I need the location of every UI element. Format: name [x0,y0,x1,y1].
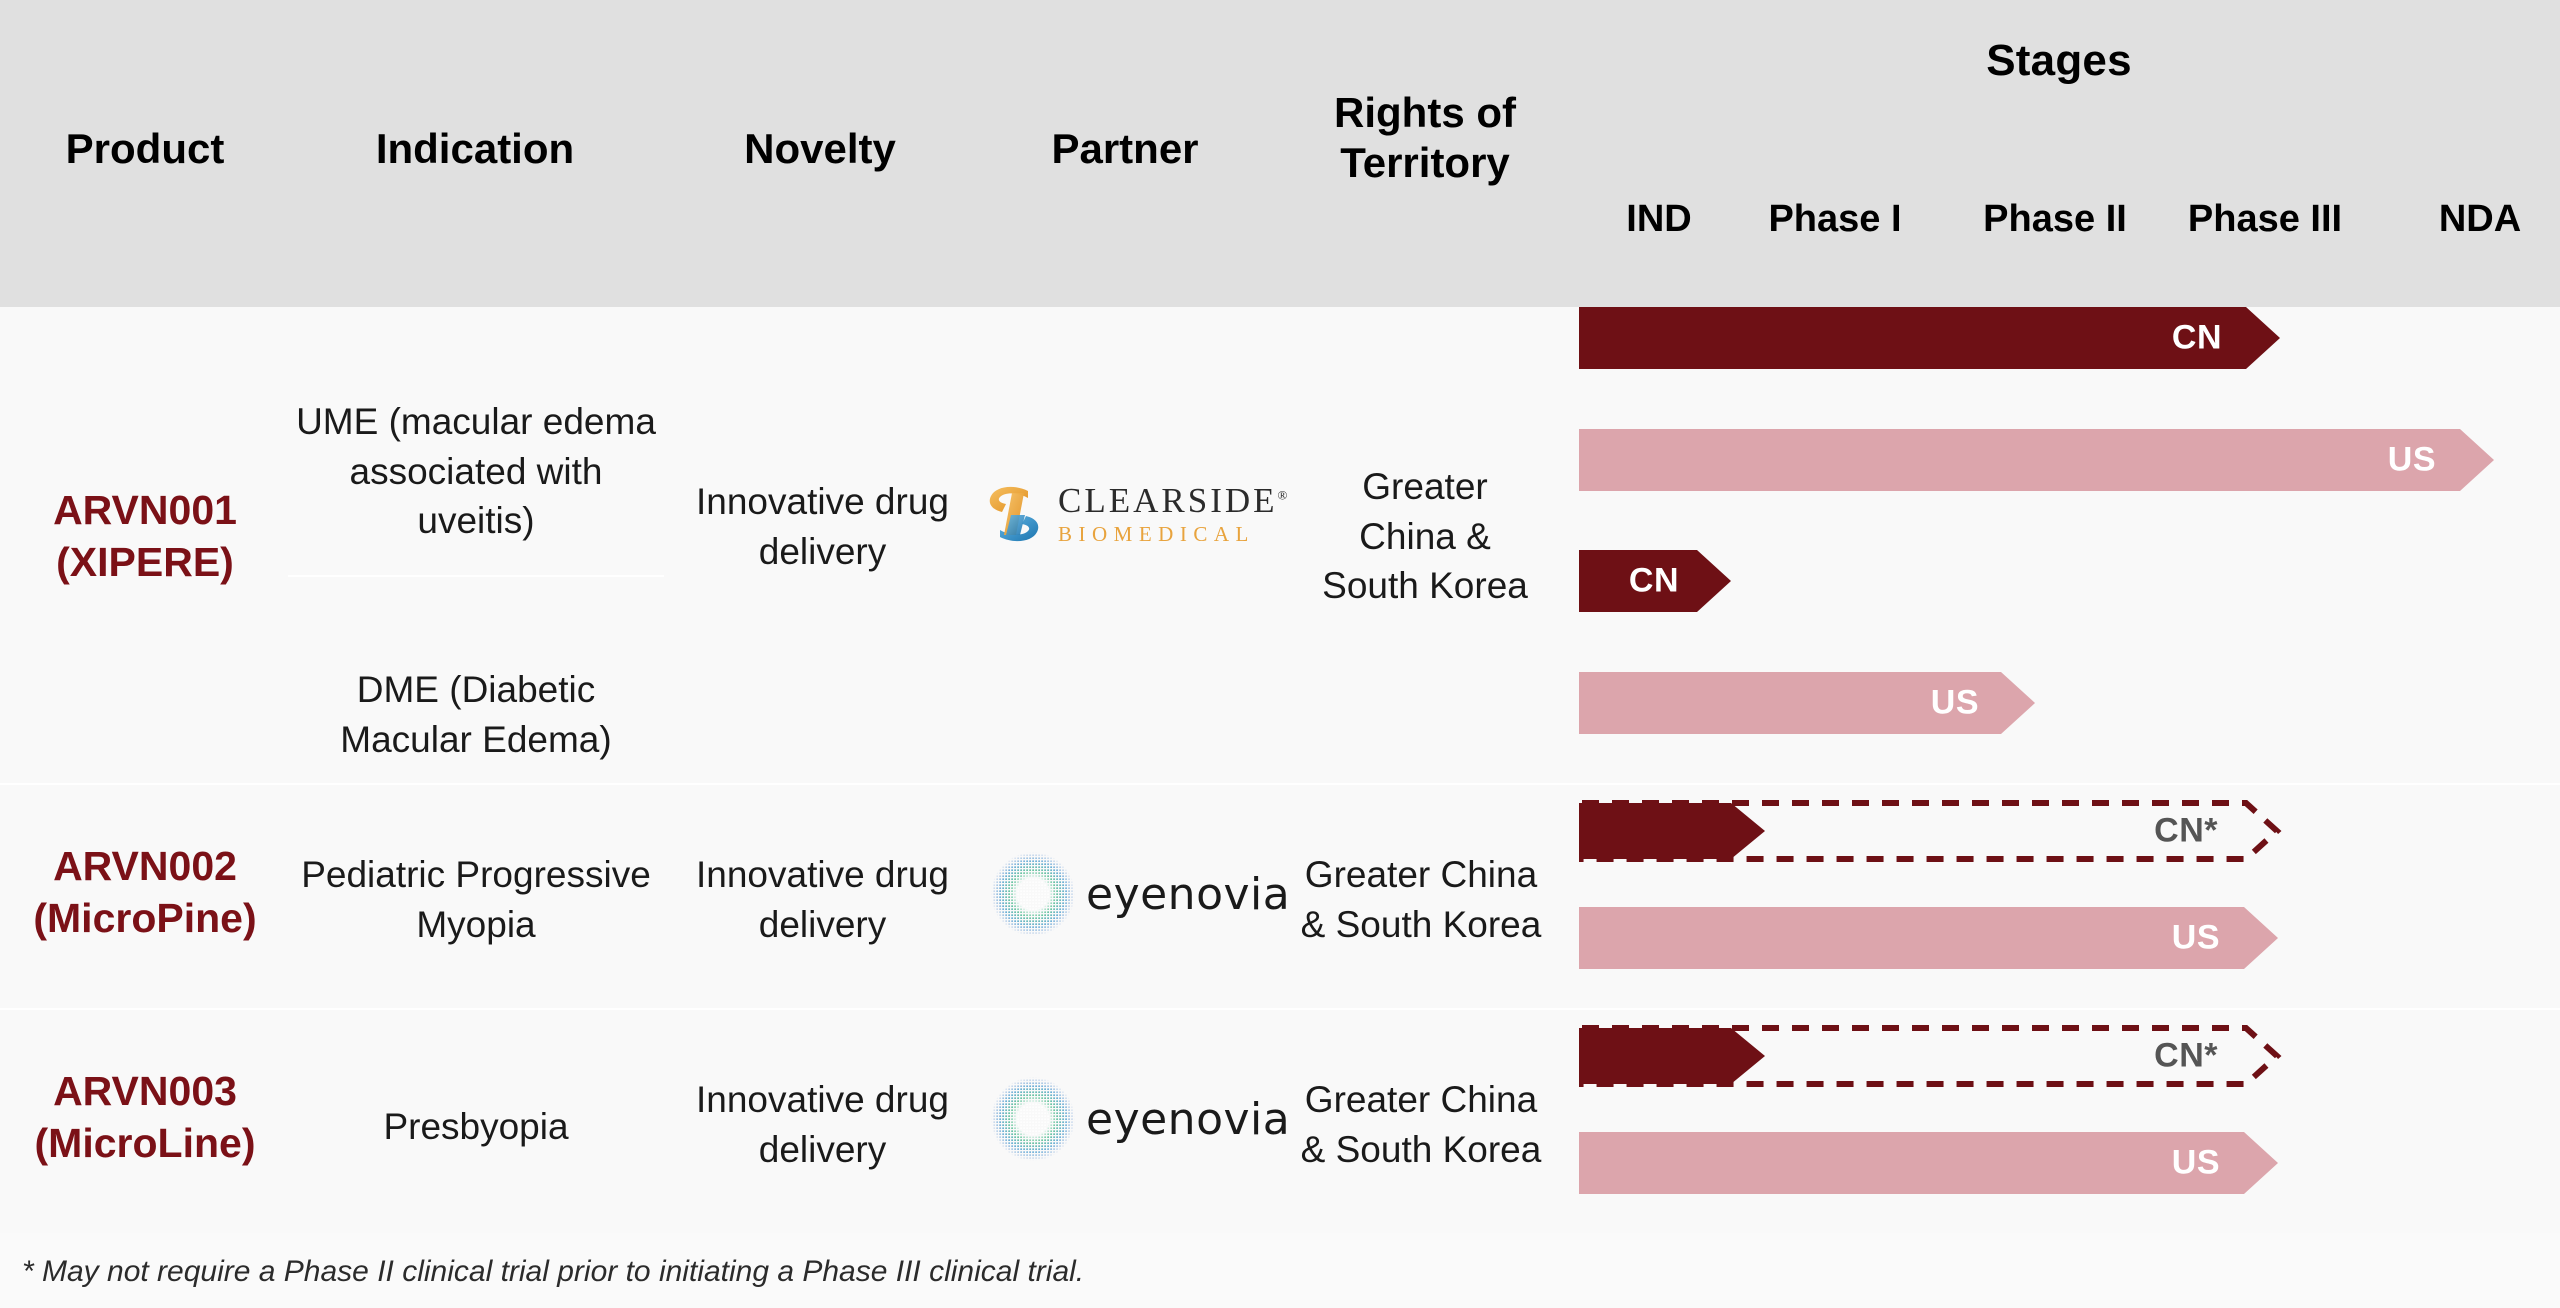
stage-bar-label-cn: CN [2171,318,2222,357]
stage-bar-arvn001-dme-cn[interactable]: CN [1579,550,1731,612]
territory-line2: China & [1359,515,1491,557]
product-name-arvn002: ARVN002 (MicroPine) [0,841,290,944]
stage-bar-arvn002-cn-dashed[interactable]: CN* [1579,800,2282,862]
clearside-s-mark-icon [984,483,1044,545]
column-header-partner: Partner [1051,125,1199,172]
territory-line1: Greater China [1304,854,1538,895]
eyenovia-logo: eyenovia [990,851,1290,937]
stage-tick-ind: IND [1626,198,1692,240]
territory-arvn003: Greater China & South Korea [1262,1075,1580,1174]
product-code: ARVN002 [53,843,237,889]
stage-bar-arvn001-dme-us[interactable]: US [1579,672,2035,734]
stage-tick-phase-2: Phase II [1983,198,2127,240]
territory-arvn001: Greater China & South Korea [1270,462,1580,611]
indication-divider [288,575,664,577]
eyenovia-logo: eyenovia [990,1076,1290,1162]
clearside-tagline: BIOMEDICAL [1058,522,1255,546]
product-brand: (MicroLine) [34,1119,256,1166]
territory-line3: South Korea [1322,565,1528,607]
column-header-territory: Rights of Territory [1270,88,1580,187]
table-row: ARVN002 (MicroPine) Pediatric Progressiv… [0,785,2560,1008]
table-header: Stages Product Indication Novelty Partne… [0,0,2560,307]
stage-tick-nda: NDA [2438,198,2522,240]
stages-header-title: Stages [1986,36,2132,85]
territory-line2: & South Korea [1300,1128,1542,1170]
product-code: ARVN003 [53,1068,237,1114]
clearside-wordmark: CLEARSIDE® BIOMEDICAL [1058,483,1290,545]
registered-mark-icon: ® [1277,487,1291,503]
product-name-arvn003: ARVN003 (MicroLine) [0,1066,290,1169]
stage-bar-arvn002-us[interactable]: US [1579,907,2278,969]
indication-dme: DME (Diabetic Macular Edema) [340,669,612,760]
row-divider [0,1008,2560,1010]
table-row: ARVN003 (MicroLine) Presbyopia Innovativ… [0,1010,2560,1233]
column-header-territory-line1: Rights of [1334,89,1516,136]
stage-bar-label-us: US [2171,918,2220,957]
stage-bar-label-us: US [2387,440,2436,479]
stage-bar-label-us: US [1930,683,1979,722]
indication-arvn002: Pediatric Progressive Myopia [301,854,651,945]
product-brand: (XIPERE) [56,538,234,585]
novelty-arvn003: Innovative drug delivery [695,1079,949,1170]
stage-bar-arvn001-ume-cn[interactable]: CN [1579,307,2280,369]
stage-bar-arvn001-ume-us[interactable]: US [1579,429,2494,491]
column-header-product: Product [65,125,225,172]
stage-bar-arvn003-cn-dashed[interactable]: CN* [1579,1025,2282,1087]
novelty-arvn002: Innovative drug delivery [695,854,949,945]
stage-tick-phase-1: Phase I [1768,198,1902,240]
eyenovia-ring-icon [990,851,1076,937]
product-code: ARVN001 [53,487,237,533]
stage-bar-label-us: US [2171,1143,2220,1182]
column-header-territory-line2: Territory [1340,138,1510,186]
stage-tick-phase-3: Phase III [2187,198,2343,240]
indication-ume: UME (macular edema associated with uveit… [296,401,656,542]
territory-line2: & South Korea [1300,903,1542,945]
eyenovia-ring-icon [990,1076,1076,1162]
novelty-arvn001: Innovative drug delivery [695,481,949,572]
column-header-novelty: Novelty [744,125,896,172]
clearside-logo: CLEARSIDE® BIOMEDICAL [984,483,1290,545]
indication-arvn003: Presbyopia [383,1106,569,1147]
stage-bar-label-cn: CN [1628,561,1679,600]
territory-line1: Greater [1362,466,1488,507]
eyenovia-wordmark: eyenovia [1086,1093,1291,1145]
column-header-indication: Indication [375,125,575,172]
territory-arvn002: Greater China & South Korea [1262,850,1580,949]
eyenovia-wordmark: eyenovia [1086,868,1291,920]
product-brand: (MicroPine) [33,894,257,941]
stage-bar-arvn003-us[interactable]: US [1579,1132,2278,1194]
row-divider [0,783,2560,785]
clearside-name: CLEARSIDE® [1058,481,1291,520]
product-name-arvn001: ARVN001 (XIPERE) [0,485,290,588]
territory-line1: Greater China [1304,1079,1538,1120]
footnote: * May not require a Phase II clinical tr… [22,1255,1085,1288]
stage-bar-label-cn-asterisk: CN* [2154,1036,2218,1075]
stage-bar-label-cn-asterisk: CN* [2154,811,2218,850]
table-row: ARVN001 (XIPERE) UME (macular edema asso… [0,307,2560,783]
